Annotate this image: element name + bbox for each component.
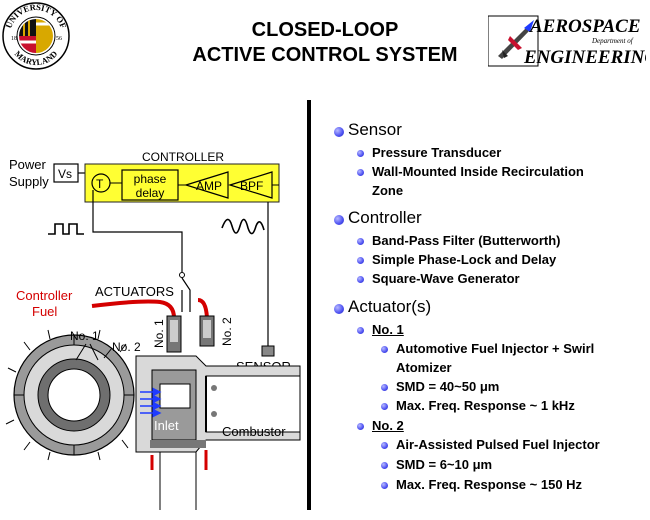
square-wave — [48, 223, 84, 235]
vs-label: Vs — [58, 167, 72, 181]
seal-bottom-text: MARYLAND — [13, 49, 60, 68]
sensor-item: Wall-Mounted Inside Recirculation — [372, 164, 584, 179]
bullet-dot — [357, 327, 364, 334]
fuel-line-1 — [91, 299, 176, 319]
bullet-dot — [357, 238, 364, 245]
slide-title: CLOSED-LOOP ACTIVE CONTROL SYSTEM — [120, 18, 530, 68]
phase-label: phase — [134, 172, 167, 186]
no2-section-label: No. 2 — [112, 340, 141, 354]
fuel-line-2 — [197, 298, 209, 319]
sensor-item-cont: Zone — [372, 183, 404, 198]
bullet-dot — [381, 384, 388, 391]
amp-label: AMP — [196, 179, 222, 193]
controller-fuel-label: Controller — [16, 288, 73, 303]
bullet-dot — [381, 462, 388, 469]
sensor-heading: Sensor — [348, 120, 402, 139]
no1-vertical-label: No. 1 — [152, 319, 166, 348]
bullet-dot-controller — [334, 215, 344, 225]
bpf-label: BPF — [240, 179, 263, 193]
bullet-dot — [357, 276, 364, 283]
university-seal-logo: UNIVERSITY OF MARYLAND 18 56 — [2, 2, 70, 70]
bullet-dot-sensor — [334, 127, 344, 137]
combustor-cross-section — [5, 329, 135, 461]
controller-heading: Controller — [348, 208, 422, 227]
bullet-dot — [381, 346, 388, 353]
title-line-2: ACTIVE CONTROL SYSTEM — [192, 44, 458, 66]
bullet-dot — [357, 150, 364, 157]
combustor-label: Combustor — [222, 424, 286, 439]
no2-item: SMD = 6~10 μm — [396, 457, 493, 472]
flow-arrows — [140, 387, 162, 418]
combustor-side-view — [135, 355, 301, 510]
seal-year-left: 18 — [11, 36, 17, 42]
transistor-label: T — [96, 177, 104, 191]
actuator-no2: No. 2 — [372, 418, 404, 433]
control-system-diagram: Power Supply Vs CONTROLLER T phase delay… — [5, 150, 301, 510]
no2-item: Air-Assisted Pulsed Fuel Injector — [396, 437, 600, 452]
actuators-label: ACTUATORS — [95, 284, 174, 299]
actuator-heading: Actuator(s) — [348, 297, 432, 316]
vertical-divider — [307, 100, 311, 510]
inlet-label: Inlet — [154, 418, 179, 433]
controller-item: Simple Phase-Lock and Delay — [372, 252, 557, 267]
aerospace-engineering-logo: AEROSPACE Department of ENGINEERING — [488, 15, 646, 68]
power-supply-label: Power — [9, 157, 47, 172]
sine-wave — [221, 218, 265, 235]
actuator-no1: No. 1 — [372, 322, 404, 337]
sensor-item: Pressure Transducer — [372, 145, 502, 160]
logo-word-engineering: ENGINEERING — [523, 47, 646, 68]
controller-fuel-label-2: Fuel — [32, 304, 57, 319]
power-supply-label-2: Supply — [9, 174, 49, 189]
bullet-dot — [357, 257, 364, 264]
bullet-dot — [381, 482, 388, 489]
logo-word-aerospace: AEROSPACE — [529, 16, 641, 37]
logo-word-department: Department of — [591, 37, 634, 45]
no1-section-label: No. 1 — [70, 329, 99, 343]
no1-item: Automotive Fuel Injector + Swirl — [396, 341, 595, 356]
bullet-dot — [381, 442, 388, 449]
bullet-dot — [381, 403, 388, 410]
no2-vertical-label: No. 2 — [220, 317, 234, 346]
no1-item: Max. Freq. Response ~ 1 kHz — [396, 398, 575, 413]
no1-item-cont: Atomizer — [396, 360, 452, 375]
bullet-dot — [357, 169, 364, 176]
bullet-dot-actuator — [334, 304, 344, 314]
controller-item: Band-Pass Filter (Butterworth) — [372, 233, 561, 248]
pressure-sensor — [261, 345, 275, 357]
phase-delay-box — [121, 169, 179, 201]
delay-label: delay — [136, 186, 165, 200]
controller-label: CONTROLLER — [142, 150, 224, 164]
bullet-dot — [357, 423, 364, 430]
seal-year-right: 56 — [56, 36, 62, 42]
no2-item: Max. Freq. Response ~ 150 Hz — [396, 477, 583, 492]
no1-item: SMD = 40~50 μm — [396, 379, 500, 394]
jet-icon — [498, 20, 534, 59]
controller-item: Square-Wave Generator — [372, 271, 520, 286]
title-line-1: CLOSED-LOOP — [251, 19, 399, 41]
